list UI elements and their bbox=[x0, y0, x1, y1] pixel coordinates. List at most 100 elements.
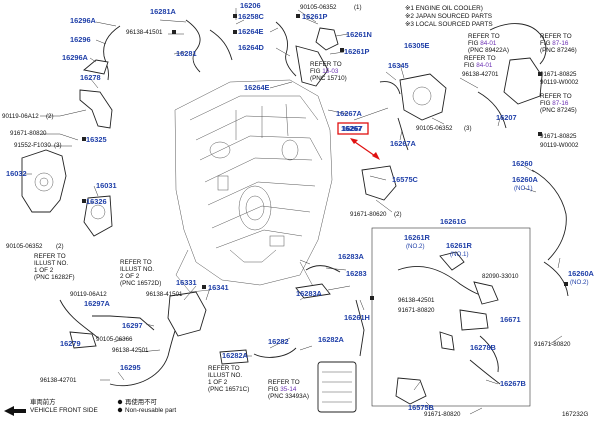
part-label[interactable]: 16261G bbox=[440, 217, 467, 226]
part-label[interactable]: 16297A bbox=[84, 299, 111, 308]
part-label[interactable]: 96138-41501 bbox=[126, 29, 163, 36]
part-label[interactable]: 91671-80820 bbox=[10, 130, 47, 137]
part-label[interactable]: 16295 bbox=[120, 363, 141, 372]
part-label[interactable]: 16267A bbox=[336, 109, 363, 118]
illust-ref-line: (PNC 16571C) bbox=[208, 386, 249, 393]
part-labels: 16296A 16296 16296A 16278 90119-06A12 (2… bbox=[2, 1, 595, 418]
part-label[interactable]: 91671-80820 bbox=[424, 411, 461, 418]
part-label[interactable]: 91671-80820 bbox=[398, 307, 435, 314]
qty-note: (2) bbox=[46, 113, 54, 120]
part-label[interactable]: 16260 bbox=[512, 159, 533, 168]
part-label[interactable]: 91552-F1030 bbox=[14, 142, 51, 149]
part-subnote: (NO.1) bbox=[514, 185, 533, 192]
hoses-and-components bbox=[21, 19, 569, 413]
ref-fig-line[interactable]: FIG 35-14 bbox=[268, 386, 297, 393]
illust-ref-line: (PNC 16572D) bbox=[120, 280, 161, 287]
part-label[interactable]: 16267 bbox=[342, 124, 363, 133]
part-label[interactable]: 16296A bbox=[70, 16, 97, 25]
part-label[interactable]: 16261R bbox=[446, 241, 473, 250]
highlighted-part-16267[interactable]: 16267 bbox=[337, 122, 380, 160]
part-label[interactable]: 91671-80620 bbox=[350, 211, 387, 218]
part-label[interactable]: 16331 bbox=[176, 278, 197, 287]
part-label[interactable]: 16282 bbox=[268, 337, 289, 346]
part-label[interactable]: 16260A bbox=[512, 175, 539, 184]
part-subnote: (NO.1) bbox=[450, 251, 469, 258]
part-label[interactable]: 16264E bbox=[238, 27, 264, 36]
non-reusable-label: Non-reusable part bbox=[125, 407, 176, 414]
part-label[interactable]: 90119-06A12 bbox=[70, 291, 107, 298]
part-label[interactable]: 16267B bbox=[500, 379, 526, 388]
highlighted-part-label[interactable]: 16267 bbox=[341, 124, 362, 133]
non-reusable-marker-icon bbox=[117, 407, 123, 413]
part-label[interactable]: 16296 bbox=[70, 35, 91, 44]
part-label[interactable]: 91671-80820 bbox=[534, 341, 571, 348]
part-label[interactable]: 16281 bbox=[176, 49, 197, 58]
footer-legend: 車両前方 VEHICLE FRONT SIDE 再使用不可 Non-reusab… bbox=[4, 397, 588, 418]
part-label[interactable]: 16261P bbox=[302, 12, 328, 21]
part-label[interactable]: 96138-42501 bbox=[398, 297, 435, 304]
part-label[interactable]: 16296A bbox=[62, 53, 89, 62]
bolt-markers bbox=[82, 14, 568, 300]
illust-ref-line: REFER TO bbox=[34, 253, 66, 260]
part-label[interactable]: 16207 bbox=[496, 113, 517, 122]
part-label[interactable]: 16031 bbox=[96, 181, 117, 190]
part-label[interactable]: 16206 bbox=[240, 1, 261, 10]
part-label[interactable]: 16283 bbox=[346, 269, 367, 278]
part-label[interactable]: 90105-06366 bbox=[96, 336, 133, 343]
part-label[interactable]: 16281A bbox=[150, 7, 177, 16]
part-label[interactable]: 16261P bbox=[344, 47, 370, 56]
part-label[interactable]: 16575B bbox=[408, 403, 434, 412]
part-label[interactable]: 16258C bbox=[238, 12, 265, 21]
part-label[interactable]: 16261H bbox=[344, 313, 370, 322]
ref-pnc: (PNC 33493A) bbox=[268, 393, 309, 400]
part-label[interactable]: 16326 bbox=[86, 197, 107, 206]
part-label[interactable]: 96138-42501 bbox=[112, 347, 149, 354]
part-label[interactable]: 16282A bbox=[222, 351, 249, 360]
part-label[interactable]: 96138-42701 bbox=[40, 377, 77, 384]
part-label[interactable]: 82090-33010 bbox=[482, 273, 519, 280]
part-label[interactable]: 16283A bbox=[338, 252, 365, 261]
ref-fig-line[interactable]: FIG 84-01 bbox=[464, 62, 493, 69]
ref-fig-line[interactable]: FIG 87-16 bbox=[540, 100, 569, 107]
part-label[interactable]: 16279 bbox=[60, 339, 81, 348]
part-label[interactable]: 16261R bbox=[404, 233, 431, 242]
part-label[interactable]: 16264E bbox=[244, 83, 270, 92]
part-label[interactable]: 91671-80825 bbox=[540, 71, 577, 78]
part-label[interactable]: 16278B bbox=[470, 343, 496, 352]
part-label[interactable]: 90105-06352 bbox=[6, 243, 43, 250]
ref-fig-line[interactable]: FIG 15-03 bbox=[310, 68, 339, 75]
part-label[interactable]: 91671-80825 bbox=[540, 133, 577, 140]
ref-fig-line[interactable]: FIG 87-16 bbox=[540, 40, 569, 47]
part-label[interactable]: 16671 bbox=[500, 315, 521, 324]
part-label[interactable]: 90119-W0002 bbox=[540, 142, 579, 149]
part-label[interactable]: 16575C bbox=[392, 175, 419, 184]
part-label[interactable]: 90119-06A12 bbox=[2, 113, 39, 120]
ref-fig-line[interactable]: FIG 84-01 bbox=[468, 40, 497, 47]
part-label[interactable]: 90105-06352 bbox=[300, 4, 337, 11]
part-label[interactable]: 96138-42701 bbox=[462, 71, 499, 78]
part-label[interactable]: 16261N bbox=[346, 30, 372, 39]
note-3: ※3 LOCAL SOURCED PARTS bbox=[405, 21, 493, 28]
part-label[interactable]: 90119-W0002 bbox=[540, 79, 579, 86]
part-label[interactable]: 16264D bbox=[238, 43, 265, 52]
ref-pnc: (PNC 87246) bbox=[540, 47, 577, 54]
part-label[interactable]: 16283A bbox=[296, 289, 323, 298]
ref-text: REFER TO bbox=[540, 93, 572, 100]
part-label[interactable]: 16282A bbox=[318, 335, 345, 344]
part-label[interactable]: 16032 bbox=[6, 169, 27, 178]
illust-ref-line: ILLUST NO. bbox=[120, 266, 154, 273]
part-label[interactable]: 16305E bbox=[404, 41, 430, 50]
part-label[interactable]: 16325 bbox=[86, 135, 107, 144]
part-label[interactable]: 90105-06352 bbox=[416, 125, 453, 132]
illust-ref-line: 1 OF 2 bbox=[208, 379, 228, 386]
part-label[interactable]: 96138-41501 bbox=[146, 291, 183, 298]
vehicle-front-label: VEHICLE FRONT SIDE bbox=[30, 407, 98, 414]
part-label[interactable]: 16297 bbox=[122, 321, 143, 330]
part-label[interactable]: 16341 bbox=[208, 283, 229, 292]
part-label[interactable]: 16260A bbox=[568, 269, 595, 278]
part-label[interactable]: 16278 bbox=[80, 73, 101, 82]
illust-ref-line: 2 OF 2 bbox=[120, 273, 140, 280]
ref-pnc: (PNC 15710) bbox=[310, 75, 347, 82]
part-label[interactable]: 16267A bbox=[390, 139, 417, 148]
part-label[interactable]: 16345 bbox=[388, 61, 409, 70]
